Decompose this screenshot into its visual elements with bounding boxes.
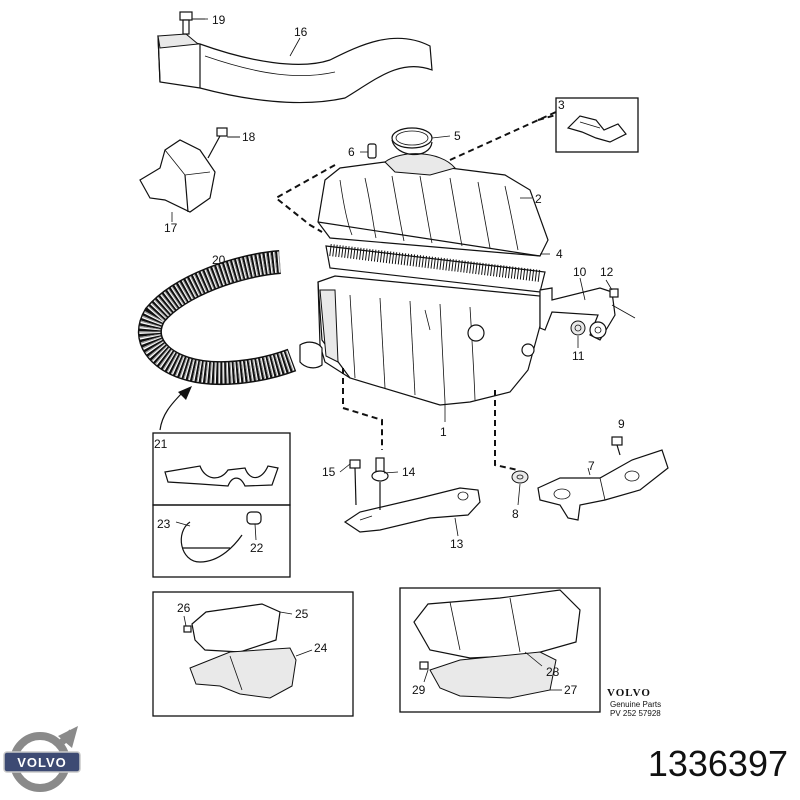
screw-part-15: [349, 459, 361, 506]
grommet-part-8: [511, 470, 529, 484]
label-11: 11: [572, 349, 585, 363]
genuine-parts-text: Genuine Parts: [610, 700, 661, 709]
label-10: 10: [573, 265, 587, 279]
label-9: 9: [618, 417, 625, 431]
logo-text: VOLVO: [17, 755, 67, 770]
label-12: 12: [600, 265, 614, 279]
label-21: 21: [154, 437, 168, 451]
rubber-mount-part-14: [371, 457, 389, 510]
label-23: 23: [157, 517, 171, 531]
bolt-part-9: [611, 436, 623, 456]
part-number: 1336397: [648, 743, 788, 784]
label-27: 27: [564, 683, 578, 697]
label-17: 17: [164, 221, 178, 235]
air-cleaner-housing-part-1: [299, 275, 541, 406]
corrugated-hose-part-20: [137, 250, 297, 386]
label-7: 7: [588, 459, 595, 473]
label-18: 18: [242, 130, 256, 144]
undershield-detail-box-1: [152, 591, 354, 717]
label-16: 16: [294, 25, 308, 39]
sealing-ring-part-5: [391, 127, 433, 156]
label-15: 15: [322, 465, 336, 479]
label-25: 25: [295, 607, 309, 621]
bracket-part-13: [343, 487, 481, 533]
label-19: 19: [212, 13, 226, 27]
volvo-logo: VOLVO: [3, 726, 81, 792]
screw-part-18: [207, 127, 240, 159]
label-22: 22: [250, 541, 264, 555]
intake-duct-part-16: [157, 33, 433, 104]
label-1: 1: [440, 425, 447, 439]
label-29: 29: [412, 683, 426, 697]
label-28: 28: [546, 665, 560, 679]
label-8: 8: [512, 507, 519, 521]
grommet-part-11: [570, 320, 586, 336]
label-13: 13: [450, 537, 464, 551]
push-clip-part-19: [179, 11, 208, 35]
air-cleaner-cover-part-2: [317, 153, 549, 257]
leader-lines: [171, 18, 613, 691]
clip-detail-box-part-3: [555, 97, 639, 153]
bracket-part-17: [139, 139, 216, 213]
label-6: 6: [348, 145, 355, 159]
label-14: 14: [402, 465, 416, 479]
label-2: 2: [535, 192, 542, 206]
pv-number-text: PV 252 57928: [610, 709, 661, 718]
bracket-part-10: [539, 287, 636, 341]
label-4: 4: [556, 247, 563, 261]
bolt-part-12: [609, 288, 619, 298]
clip-part-6: [367, 143, 377, 159]
clamp-detail-box: [152, 432, 291, 578]
brand-wordmark: VOLVO: [607, 687, 651, 699]
label-20: 20: [212, 253, 226, 267]
label-5: 5: [454, 129, 461, 143]
label-26: 26: [177, 601, 191, 615]
label-24: 24: [314, 641, 328, 655]
bracket-part-7: [537, 449, 669, 521]
label-3: 3: [558, 98, 565, 112]
